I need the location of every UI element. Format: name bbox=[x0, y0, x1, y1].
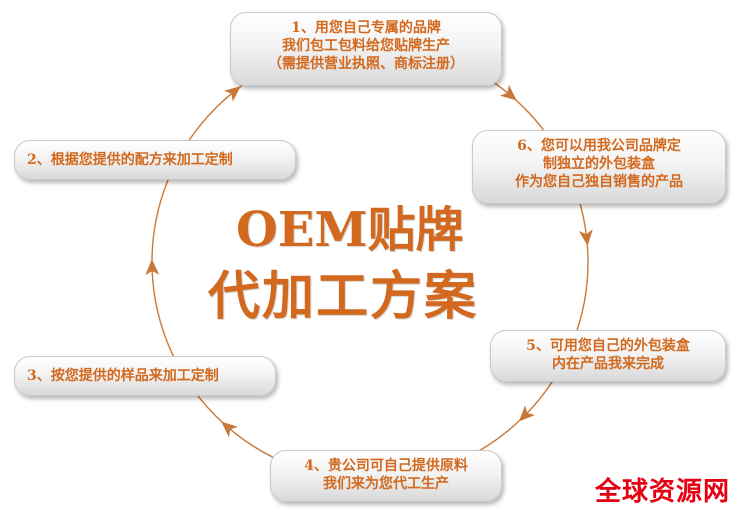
step-box-5: 5、可用您自己的外包装盒 内在产品我来完成 bbox=[490, 330, 726, 382]
step-5-line-2: 内在产品我来完成 bbox=[552, 356, 664, 372]
arrow-group bbox=[145, 84, 593, 438]
arrowhead-icon bbox=[221, 421, 238, 438]
step-5-line-1: 5、可用您自己的外包装盒 bbox=[526, 338, 690, 354]
step-1-line-1: 1、用您自己专属的品牌 bbox=[291, 20, 441, 36]
arrowhead-icon bbox=[145, 259, 160, 276]
step-box-4: 4、贵公司可自己提供原料 我们来为您代工生产 bbox=[270, 450, 502, 502]
step-3-line-1: 3、按您提供的样品来加工定制 bbox=[27, 368, 219, 384]
arrowhead-icon bbox=[518, 405, 536, 422]
step-box-2: 2、根据您提供的配方来加工定制 bbox=[14, 140, 296, 180]
main-title-line-1: OEM贴牌 bbox=[236, 202, 464, 258]
step-1-line-3: （需提供营业执照、商标注册） bbox=[268, 56, 464, 72]
arrowhead-icon bbox=[499, 84, 517, 101]
arrowhead-icon bbox=[578, 229, 593, 247]
step-4-line-2: 我们来为您代工生产 bbox=[323, 476, 449, 492]
watermark-logo: 全球资源网 bbox=[594, 477, 730, 507]
step-6-line-3: 作为您自己独自销售的产品 bbox=[515, 174, 683, 190]
step-box-1: 1、用您自己专属的品牌 我们包工包料给您贴牌生产 （需提供营业执照、商标注册） bbox=[230, 12, 502, 86]
main-title-line-2: 代加工方案 bbox=[208, 266, 479, 327]
step-1-line-2: 我们包工包料给您贴牌生产 bbox=[282, 38, 450, 54]
step-box-3: 3、按您提供的样品来加工定制 bbox=[14, 356, 276, 396]
step-2-line-1: 2、根据您提供的配方来加工定制 bbox=[27, 152, 233, 168]
step-6-line-2: 制独立的外包装盒 bbox=[543, 156, 655, 172]
step-6-line-1: 6、您可以用我公司品牌定 bbox=[517, 138, 681, 154]
step-box-6: 6、您可以用我公司品牌定 制独立的外包装盒 作为您自己独自销售的产品 bbox=[472, 130, 726, 204]
arrowhead-icon bbox=[223, 86, 241, 102]
step-4-line-1: 4、贵公司可自己提供原料 bbox=[304, 458, 468, 474]
